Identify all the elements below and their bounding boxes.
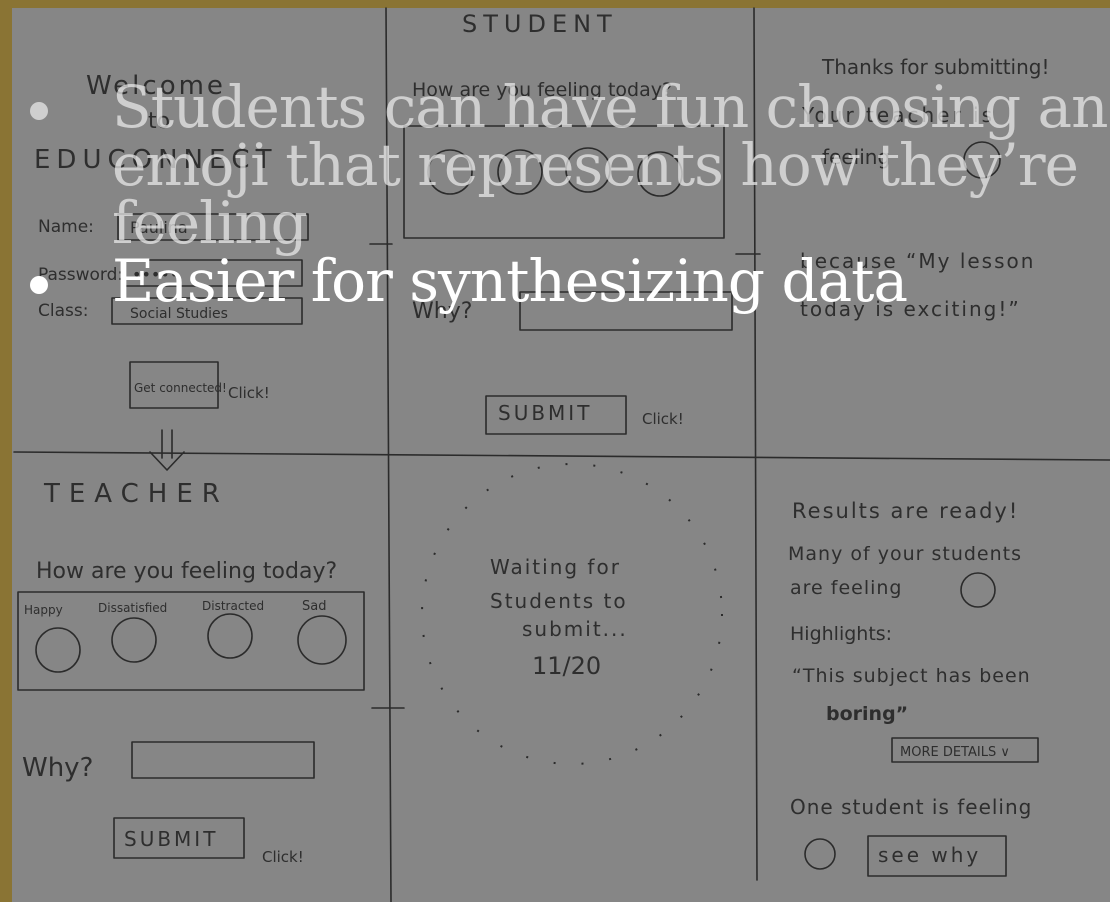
- app-name: EDUCONNECT: [34, 145, 277, 175]
- bullet-fun-emoji: Students can have fun choosing an emoji …: [28, 78, 1108, 252]
- student-submit-button[interactable]: [485, 395, 627, 435]
- teacher-emoji: [963, 141, 1001, 179]
- password-field[interactable]: [123, 259, 303, 287]
- teacher-question: How are you feeling today?: [36, 559, 337, 584]
- quote-line-2: boring”: [826, 703, 908, 725]
- waiting-line-2: Students to: [490, 589, 628, 613]
- see-why-button[interactable]: [867, 835, 1007, 877]
- teacher-mood-box: [17, 591, 365, 691]
- password-label: Password:: [38, 265, 123, 285]
- teacher-submit-button[interactable]: [113, 817, 245, 859]
- student-question: How are you feeling today?: [412, 79, 672, 101]
- student-submit-label: SUBMIT: [498, 401, 592, 425]
- mood-dissatisfied-label: Dissatisfied: [98, 601, 167, 615]
- sad-result-emoji: [804, 838, 836, 870]
- happy-emoji[interactable]: [35, 627, 81, 673]
- distracted-result-emoji: [960, 572, 996, 608]
- name-field[interactable]: [117, 213, 309, 241]
- waiting-line-3: submit...: [522, 617, 628, 641]
- student-emoji-3[interactable]: [565, 147, 611, 193]
- one-student-text: One student is feeling: [790, 795, 1032, 819]
- student-why-field[interactable]: [519, 291, 733, 331]
- mood-distracted-label: Distracted: [202, 599, 264, 613]
- to-text: to: [148, 109, 170, 134]
- mood-happy-label: Happy: [24, 603, 63, 617]
- class-field[interactable]: [111, 297, 303, 325]
- student-emoji-4[interactable]: [637, 151, 683, 197]
- arrow-down: [149, 429, 185, 471]
- many-line-1: Many of your students: [788, 543, 1022, 565]
- because-text: because “My lesson: [800, 249, 1035, 273]
- student-why-label: Why?: [412, 299, 472, 324]
- name-label: Name:: [38, 217, 94, 237]
- get-connected-label: Get connected!: [134, 381, 227, 395]
- name-value: Paulina: [130, 218, 188, 237]
- student-click-hint: Click!: [642, 410, 684, 428]
- thanks-text: Thanks for submitting!: [821, 55, 1050, 79]
- teacher-is-text: Your teacher is: [801, 103, 995, 127]
- highlights-label: Highlights:: [790, 623, 892, 645]
- teacher-header: TEACHER: [43, 479, 229, 509]
- mood-sad-label: Sad: [302, 599, 326, 614]
- teacher-submit-label: SUBMIT: [124, 827, 218, 851]
- more-details-label: MORE DETAILS ∨: [900, 745, 1010, 760]
- divider-vertical-right: [753, 7, 758, 881]
- exciting-text: today is exciting!”: [800, 297, 1021, 321]
- waiting-line-1: Waiting for: [490, 555, 621, 579]
- waiting-dotted-ring: [421, 463, 723, 765]
- sad-emoji[interactable]: [297, 615, 347, 665]
- password-value: •••••: [132, 265, 179, 284]
- welcome-text: Welcome: [86, 71, 226, 101]
- bullet-list: Students can have fun choosing an emoji …: [28, 78, 1108, 310]
- more-details-button[interactable]: [891, 737, 1039, 763]
- many-line-2: are feeling: [790, 577, 903, 599]
- teacher-click-hint: Click!: [262, 848, 304, 866]
- teacher-why-field[interactable]: [131, 741, 315, 779]
- teacher-why-label: Why?: [22, 753, 93, 783]
- quote-line-1: “This subject has been: [792, 665, 1031, 687]
- get-connected-button[interactable]: [129, 361, 219, 409]
- class-value: Social Studies: [130, 306, 228, 322]
- student-header: STUDENT: [462, 10, 618, 38]
- divider-horizontal: [13, 451, 1110, 461]
- results-title: Results are ready!: [792, 499, 1019, 523]
- dissatisfied-emoji[interactable]: [111, 617, 157, 663]
- distracted-emoji[interactable]: [207, 613, 253, 659]
- login-click-hint: Click!: [228, 384, 270, 402]
- student-mood-box: [403, 125, 725, 239]
- student-emoji-2[interactable]: [497, 149, 543, 195]
- waiting-progress: 11/20: [532, 652, 601, 680]
- feeling-text: feeling: [822, 145, 890, 169]
- see-why-label: see why: [878, 843, 981, 867]
- class-label: Class:: [38, 301, 88, 321]
- student-emoji-1[interactable]: [427, 149, 473, 195]
- bullet-synthesizing: Easier for synthesizing data: [28, 252, 1108, 310]
